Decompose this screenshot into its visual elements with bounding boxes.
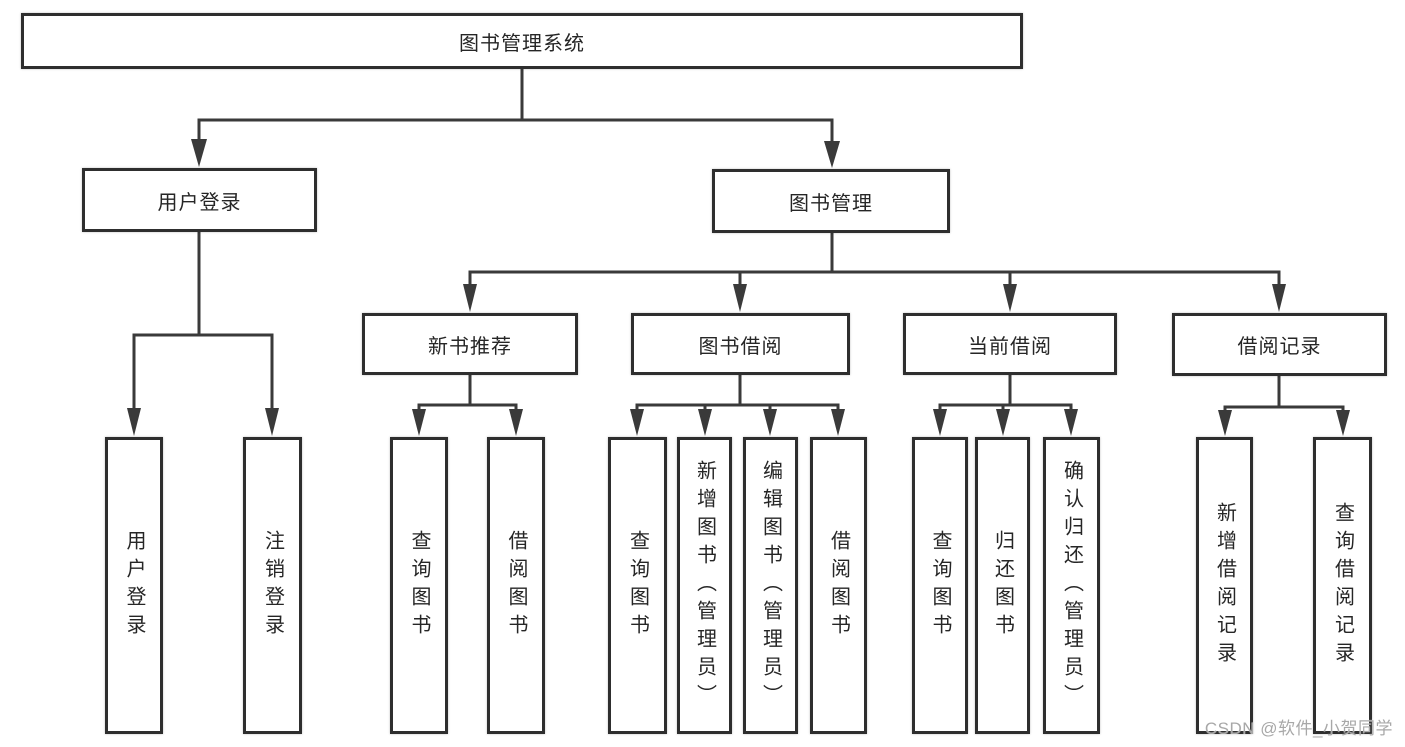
leaf-recommend-borrow-books-label: 借阅图书	[505, 529, 527, 642]
leaf-logout: 注销登录	[243, 437, 302, 734]
leaf-current-confirm-return-admin: 确认归还（管理员）	[1043, 437, 1100, 734]
node-book-borrow: 图书借阅	[631, 313, 850, 375]
leaf-borrow-edit-books-admin: 编辑图书（管理员）	[743, 437, 798, 734]
leaf-current-confirm-return-admin-label: 确认归还（管理员）	[1060, 459, 1083, 712]
leaf-borrow-add-books-admin: 新增图书（管理员）	[677, 437, 732, 734]
node-borrow-records: 借阅记录	[1172, 313, 1387, 376]
csdn-watermark: CSDN @软件_小贺同学	[1204, 719, 1393, 738]
leaf-user-login-label: 用户登录	[123, 529, 145, 642]
leaf-current-return-books: 归还图书	[975, 437, 1030, 734]
leaf-recommend-query-books: 查询图书	[390, 437, 448, 734]
node-root-label: 图书管理系统	[459, 32, 585, 55]
node-root: 图书管理系统	[21, 13, 1023, 69]
leaf-records-query-record-label: 查询借阅记录	[1331, 501, 1354, 670]
leaf-records-query-record: 查询借阅记录	[1313, 437, 1372, 734]
node-book-borrow-label: 图书借阅	[698, 335, 783, 358]
leaf-borrow-borrow-books: 借阅图书	[810, 437, 867, 734]
leaf-borrow-query-books: 查询图书	[608, 437, 667, 734]
leaf-recommend-borrow-books: 借阅图书	[487, 437, 545, 734]
leaf-user-login: 用户登录	[105, 437, 163, 734]
node-user-login: 用户登录	[82, 168, 317, 232]
node-new-book-recommend-label: 新书推荐	[428, 335, 512, 358]
leaf-records-add-record-label: 新增借阅记录	[1213, 501, 1236, 670]
node-borrow-records-label: 借阅记录	[1237, 336, 1322, 358]
node-current-borrow-label: 当前借阅	[968, 335, 1052, 358]
leaf-borrow-add-books-admin-label: 新增图书（管理员）	[693, 459, 716, 712]
leaf-current-return-books-label: 归还图书	[991, 529, 1014, 642]
leaf-current-query-books-label: 查询图书	[929, 529, 951, 642]
leaf-records-add-record: 新增借阅记录	[1196, 437, 1253, 734]
node-new-book-recommend: 新书推荐	[362, 313, 578, 375]
node-book-management-label: 图书管理	[789, 192, 873, 215]
leaf-borrow-borrow-books-label: 借阅图书	[827, 529, 850, 642]
node-book-management: 图书管理	[712, 169, 950, 233]
leaf-borrow-edit-books-admin-label: 编辑图书（管理员）	[759, 459, 782, 712]
leaf-current-query-books: 查询图书	[912, 437, 968, 734]
node-current-borrow: 当前借阅	[903, 313, 1117, 375]
leaf-recommend-query-books-label: 查询图书	[408, 529, 430, 642]
leaf-borrow-query-books-label: 查询图书	[626, 529, 649, 642]
leaf-logout-label: 注销登录	[261, 529, 284, 642]
node-user-login-label: 用户登录	[157, 191, 242, 214]
